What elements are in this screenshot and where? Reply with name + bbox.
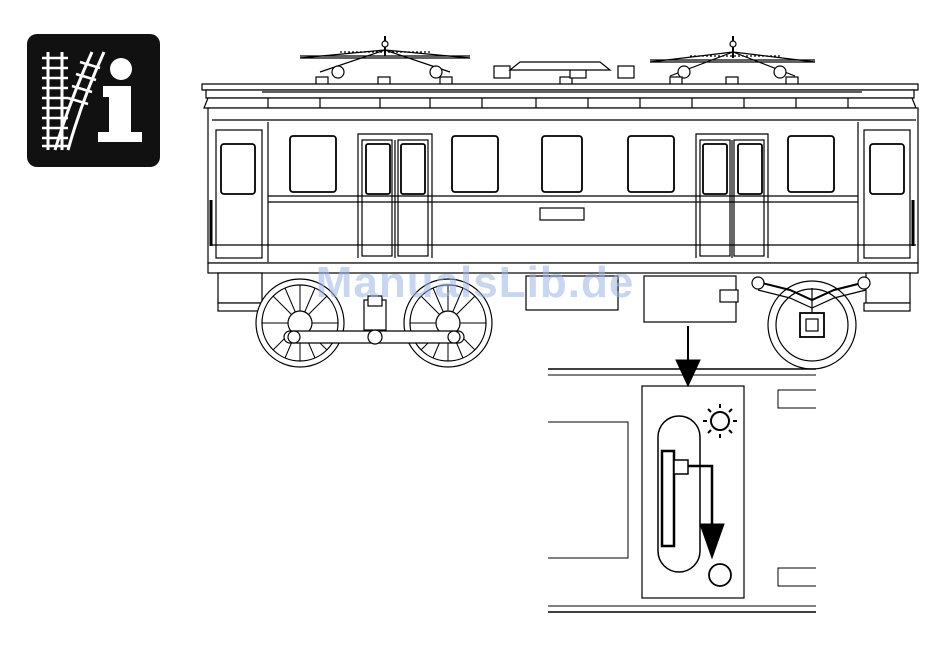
- roof: [202, 84, 918, 108]
- switch-lever: [662, 451, 674, 546]
- pantograph-right: [650, 36, 815, 76]
- arrow-down-icon: [676, 360, 700, 386]
- arrow-down-icon: [700, 524, 724, 558]
- light-off-icon: [709, 564, 731, 586]
- pantograph-left: [300, 36, 470, 72]
- locomotive-drawing: [202, 36, 918, 369]
- trailing-bogie: [752, 277, 870, 369]
- switch-detail: [548, 326, 816, 612]
- watermark-text: ManualsLib.de: [316, 258, 635, 307]
- info-badge: [27, 34, 160, 167]
- car-body: [208, 108, 918, 263]
- light-on-icon: [703, 404, 737, 438]
